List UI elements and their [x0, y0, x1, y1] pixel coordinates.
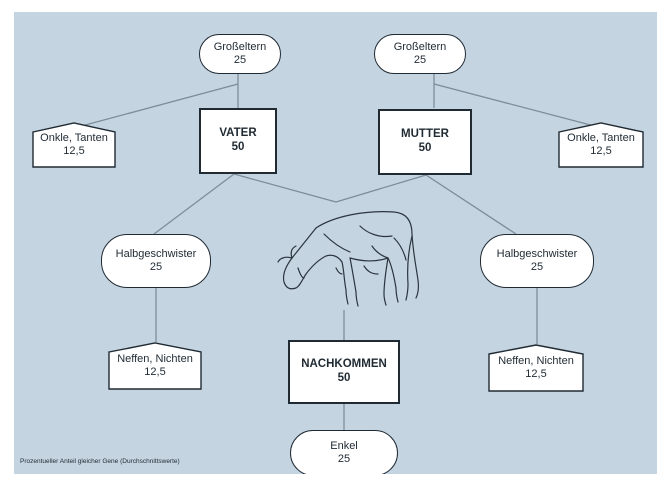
node-label: Halbgeschwister	[496, 248, 578, 261]
node-shape	[108, 342, 202, 390]
node-value: 25	[413, 54, 427, 66]
mother-node: MUTTER 50	[378, 109, 472, 175]
node-value: 25	[233, 54, 247, 66]
node-label: Enkel	[330, 440, 358, 453]
node-value: 25	[530, 261, 544, 273]
cow-icon	[277, 211, 419, 307]
node-label: Großeltern	[393, 41, 447, 54]
node-shape	[32, 122, 116, 168]
connector-line	[433, 83, 603, 129]
node-value: 25	[149, 261, 163, 273]
node-value: 12,5	[63, 145, 85, 157]
node-label: Neffen, Nichten	[498, 355, 574, 368]
node-shape	[488, 344, 584, 392]
node-value: 50	[418, 142, 432, 154]
nieces-nephews-right-node: Neffen, Nichten 12,5	[488, 344, 584, 392]
node-value: 25	[337, 453, 351, 465]
connector-line	[233, 173, 337, 203]
grandparents-paternal-node: Großeltern 25	[199, 34, 281, 74]
offspring-node: NACHKOMMEN 50	[288, 340, 400, 404]
aunts-uncles-paternal-node: Onkle, Tanten 12,5	[32, 122, 116, 168]
node-value: 12,5	[590, 145, 612, 157]
node-value: 12,5	[525, 368, 547, 380]
nieces-nephews-left-node: Neffen, Nichten 12,5	[108, 342, 202, 390]
node-value: 50	[337, 372, 351, 384]
node-label: Neffen, Nichten	[117, 353, 193, 366]
footnote: Prozentueller Anteil gleicher Gene (Durc…	[20, 458, 180, 465]
node-shape	[558, 122, 644, 168]
node-label: VATER	[219, 127, 257, 140]
connector-line	[335, 174, 427, 203]
connector-line	[73, 83, 239, 129]
grandchildren-node: Enkel 25	[290, 430, 398, 474]
node-label: NACHKOMMEN	[301, 358, 387, 371]
node-label: Großeltern	[213, 41, 267, 54]
node-label: Halbgeschwister	[115, 248, 197, 261]
father-node: VATER 50	[199, 108, 277, 174]
diagram-canvas: Großeltern 25 Großeltern 25 Onkle, Tante…	[14, 12, 657, 474]
node-value: 12,5	[144, 366, 166, 378]
node-label: MUTTER	[401, 128, 449, 141]
half-siblings-left-node: Halbgeschwister 25	[101, 234, 211, 288]
grandparents-maternal-node: Großeltern 25	[374, 34, 466, 74]
connector-line	[153, 173, 235, 235]
aunts-uncles-maternal-node: Onkle, Tanten 12,5	[558, 122, 644, 168]
connector-lines	[73, 72, 603, 430]
node-value: 50	[231, 141, 245, 153]
half-siblings-right-node: Halbgeschwister 25	[480, 234, 594, 288]
node-label: Onkle, Tanten	[40, 132, 108, 145]
connector-line	[425, 174, 517, 235]
node-label: Onkle, Tanten	[567, 132, 635, 145]
